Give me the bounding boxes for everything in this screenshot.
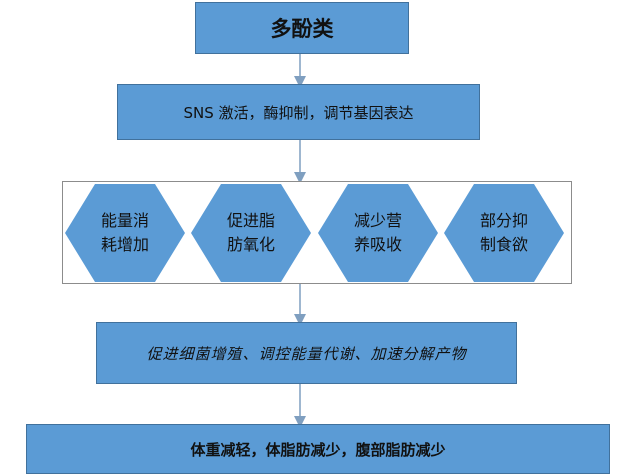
hexagon-label: 促进脂 肪氧化 xyxy=(226,211,275,254)
mechanism-box: SNS 激活，酶抑制，调节基因表达 xyxy=(117,84,480,140)
polyphenol-label: 多酚类 xyxy=(270,16,334,41)
bacteria-metabolism-box: 促进细菌增殖、调控能量代谢、加速分解产物 xyxy=(96,322,517,384)
polyphenol-box: 多酚类 xyxy=(195,2,409,54)
hexagon-label: 部分抑 制食欲 xyxy=(479,211,528,254)
bacteria-metabolism-label: 促进细菌增殖、调控能量代谢、加速分解产物 xyxy=(146,344,467,363)
outcome-label: 体重减轻，体脂肪减少，腹部脂肪减少 xyxy=(190,440,446,459)
hexagon-label: 减少营 养吸收 xyxy=(353,211,402,254)
mechanism-label: SNS 激活，酶抑制，调节基因表达 xyxy=(183,103,414,122)
hexagon-label: 能量消 耗增加 xyxy=(100,211,149,254)
outcome-box: 体重减轻，体脂肪减少，腹部脂肪减少 xyxy=(26,424,610,474)
